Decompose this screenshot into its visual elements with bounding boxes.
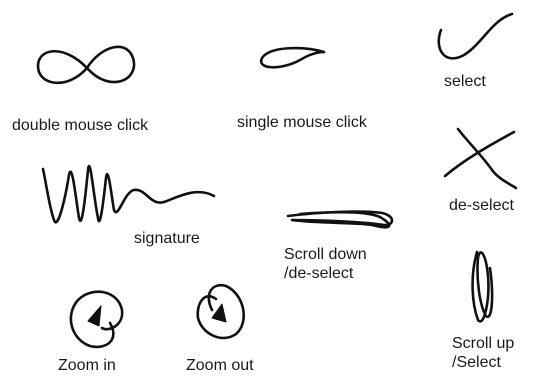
scroll-up-gesture-icon	[471, 250, 494, 323]
deselect-gesture-icon	[456, 127, 518, 190]
single-click-gesture-icon	[259, 46, 326, 69]
signature-gesture-icon	[41, 165, 216, 224]
double-click-gesture-icon	[36, 45, 136, 85]
single-click-label: single mouse click	[237, 114, 367, 131]
signature-label: signature	[134, 230, 200, 247]
deselect-gesture-icon-stroke-2	[443, 130, 516, 178]
deselect-label: de-select	[449, 197, 514, 214]
zoom-out-gesture-icon	[196, 283, 245, 340]
zoom-in-arrow-icon	[87, 305, 102, 327]
zoom-out-label: Zoom out	[186, 357, 254, 374]
select-label: select	[444, 73, 486, 90]
scroll-up-label: Scroll up /Select	[452, 335, 515, 371]
select-gesture-icon	[437, 12, 514, 60]
zoom-in-label: Zoom in	[58, 357, 116, 374]
zoom-in-gesture-icon	[69, 290, 124, 349]
scroll-down-gesture-icon	[286, 210, 394, 229]
double-click-label: double mouse click	[12, 117, 149, 134]
scroll-down-label: Scroll down /de-select	[284, 246, 367, 282]
zoom-out-arrow-icon	[211, 303, 227, 323]
